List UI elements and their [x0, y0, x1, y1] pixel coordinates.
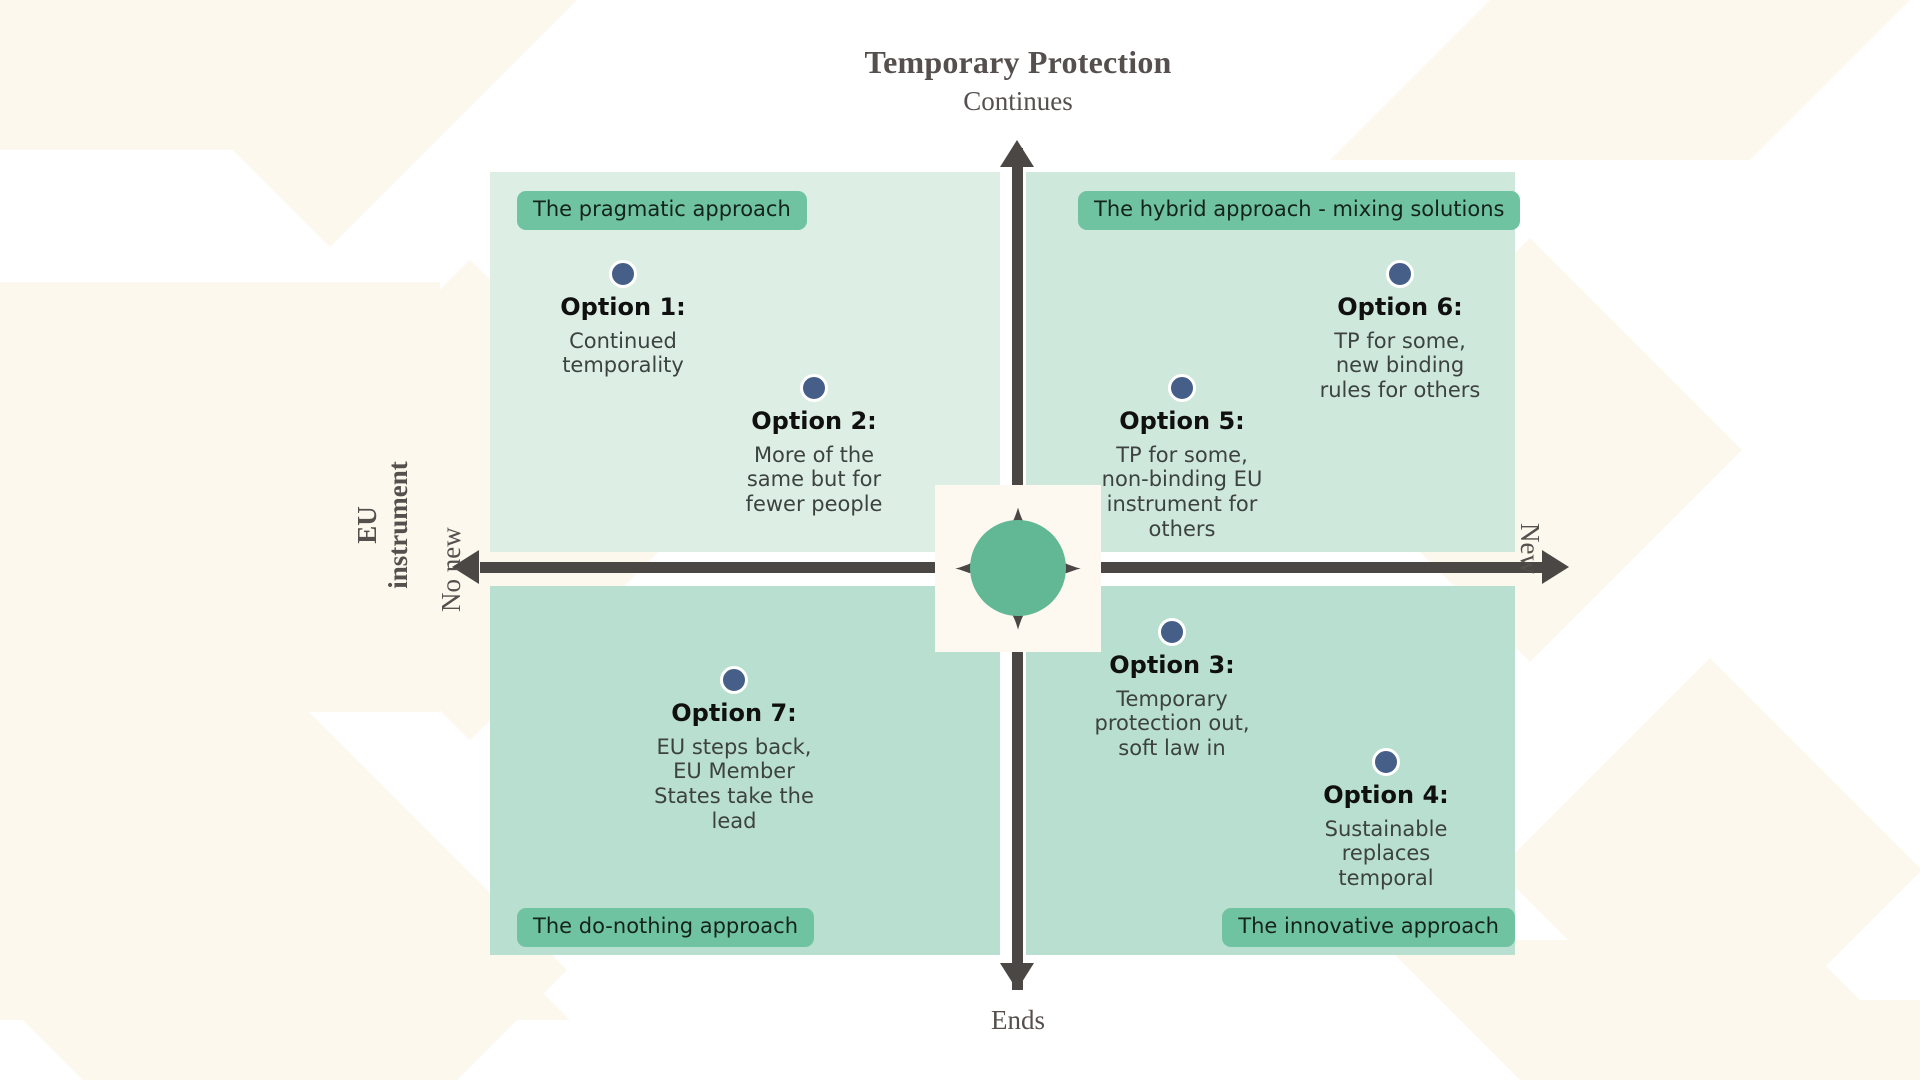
arrow-left-icon [452, 550, 479, 584]
data-point-dot-icon [800, 374, 828, 402]
option-label: Option 5: [1119, 407, 1245, 435]
x-axis-title: EU instrument [352, 410, 415, 640]
data-point-dot-icon [1158, 618, 1186, 646]
quadrant-badge-pragmatic[interactable]: The pragmatic approach [517, 191, 807, 230]
background-chevron-watermark [1497, 657, 1920, 1080]
option-label: Option 6: [1337, 293, 1463, 321]
data-point-dot-icon [720, 666, 748, 694]
x-axis-title-line-2: instrument [383, 461, 414, 589]
background-chevron-watermark [0, 700, 570, 1020]
arrow-down-icon [1000, 963, 1034, 990]
quadrant-badge-innovative[interactable]: The innovative approach [1222, 908, 1515, 947]
option-label: Option 7: [671, 699, 797, 727]
option-label: Option 4: [1323, 781, 1449, 809]
data-point-dot-icon [1168, 374, 1196, 402]
x-axis-right-label: New [1515, 523, 1545, 574]
data-point-dot-icon [1372, 748, 1400, 776]
arrow-up-icon [1000, 140, 1034, 167]
data-point-dot-icon [1386, 260, 1414, 288]
y-axis-top-label: Continues [963, 86, 1073, 116]
quadrant-top-right[interactable] [1026, 172, 1515, 552]
chart-title-block: Temporary Protection Continues [0, 44, 1920, 117]
option-label: Option 3: [1109, 651, 1235, 679]
background-chevron-watermark [1530, 1000, 1920, 1080]
option-label: Option 2: [751, 407, 877, 435]
y-axis-bottom-label: Ends [991, 1005, 1045, 1035]
x-axis-left-label: No new [436, 527, 466, 612]
quadrant-badge-do-nothing[interactable]: The do-nothing approach [517, 908, 815, 947]
quadrant-top-left[interactable] [490, 172, 1000, 552]
quadrant-bottom-right[interactable] [1026, 586, 1515, 955]
x-axis-title-line-1: EU [352, 506, 382, 544]
data-point-dot-icon [609, 260, 637, 288]
background-chevron-watermark [1380, 940, 1920, 1080]
center-origin-circle [970, 520, 1066, 616]
option-label: Option 1: [560, 293, 686, 321]
arrow-right-icon [1542, 550, 1569, 584]
quadrant-bottom-left[interactable] [490, 586, 1000, 955]
page-title: Temporary Protection [864, 44, 1172, 80]
background-chevron-watermark [0, 673, 567, 1080]
quadrant-badge-hybrid[interactable]: The hybrid approach - mixing solutions [1078, 191, 1521, 230]
